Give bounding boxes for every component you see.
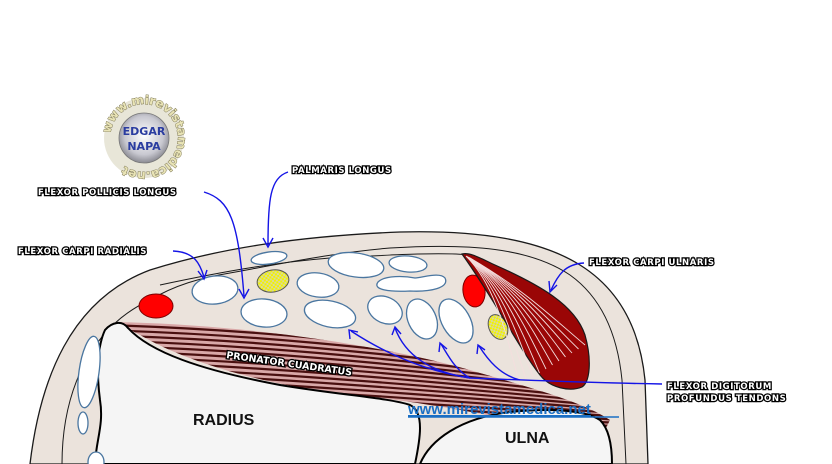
fcu-fiber — [466, 256, 540, 374]
arrowhead-fdp-1 — [348, 329, 359, 340]
tendon-lateral-3 — [87, 451, 105, 464]
palmaris-longus-tendon — [250, 250, 288, 266]
fcu-fiber — [468, 256, 560, 362]
arrowhead-fdp-2 — [391, 325, 402, 336]
arrow-palmaris-longus — [267, 171, 289, 246]
fcu-fiber — [466, 255, 527, 382]
arrowhead-fdp-3 — [438, 341, 448, 353]
pointer-arrows — [172, 171, 663, 385]
arrowhead-fdp-4 — [476, 343, 486, 355]
fcu-fiber — [466, 256, 534, 378]
watermark-url[interactable]: www.mirevistamedica.net — [407, 401, 591, 418]
fcu-fiber — [468, 257, 573, 354]
arrow-flexor-pollicis-longus — [203, 191, 245, 297]
fdp-tendon-1 — [303, 299, 357, 329]
fcu-fiber — [468, 257, 566, 358]
arrowhead-flexor-carpi-radialis — [197, 269, 208, 281]
radial-artery — [138, 293, 174, 319]
fds-tendon-4 — [376, 274, 447, 292]
median-nerve — [256, 269, 290, 293]
arrow-fdp-main — [469, 377, 663, 385]
fds-tendon-1 — [296, 272, 340, 298]
flexor-carpi-radialis-tendon — [191, 275, 239, 305]
fds-tendon-3 — [388, 255, 428, 273]
arrow-fdp-4 — [478, 345, 521, 381]
logo-disc — [118, 112, 170, 164]
arrowhead-palmaris-longus — [262, 237, 274, 249]
arrow-flexor-carpi-radialis — [172, 250, 205, 278]
fcu-fiber — [469, 257, 579, 350]
arrowhead-flexor-carpi-ulnaris — [548, 280, 558, 294]
ulna-bone — [418, 409, 614, 464]
arrow-fdp-2 — [394, 327, 471, 379]
fcu-fiber — [465, 255, 521, 386]
fdp-tendon-4 — [438, 298, 474, 344]
fdp-tendon-2 — [367, 295, 403, 325]
label-palmaris-longus: PALMARIS LONGUS — [292, 166, 392, 176]
label-flexor-pollicis-longus: FLEXOR POLLICIS LONGUS — [38, 188, 177, 198]
fcu-fiber — [467, 256, 547, 370]
label-flexor-carpi-radialis: FLEXOR CARPI RADIALIS — [18, 247, 147, 257]
arrow-flexor-carpi-ulnaris — [550, 262, 585, 291]
tendon-lateral-1 — [77, 335, 101, 409]
edgar-napa-logo: www.mirevistamedica.net EDGAR NAPA — [99, 92, 190, 184]
fcu-fiber — [469, 257, 586, 346]
label-ulna: ULNA — [505, 430, 550, 447]
tendon-lateral-2 — [77, 411, 89, 435]
flexor-pollicis-longus-tendon — [240, 298, 288, 328]
flexor-carpi-ulnaris-muscle — [460, 253, 590, 390]
arrowhead-flexor-pollicis-longus — [238, 288, 250, 300]
label-flexor-carpi-ulnaris: FLEXOR CARPI ULNARIS — [589, 258, 715, 268]
label-radius: RADIUS — [193, 412, 255, 429]
label-fdp-line2: PROFUNDUS TENDONS — [667, 394, 786, 404]
logo-line1: EDGAR — [123, 125, 166, 138]
fcu-fiber — [467, 256, 553, 366]
arrow-fdp-3 — [440, 343, 471, 379]
label-fdp-line1: FLEXOR DIGITORUM — [667, 382, 772, 392]
fds-tendon-2 — [327, 251, 385, 279]
logo-line2: NAPA — [127, 140, 161, 153]
fdp-tendon-3 — [405, 298, 439, 340]
radius-bone — [93, 322, 421, 464]
